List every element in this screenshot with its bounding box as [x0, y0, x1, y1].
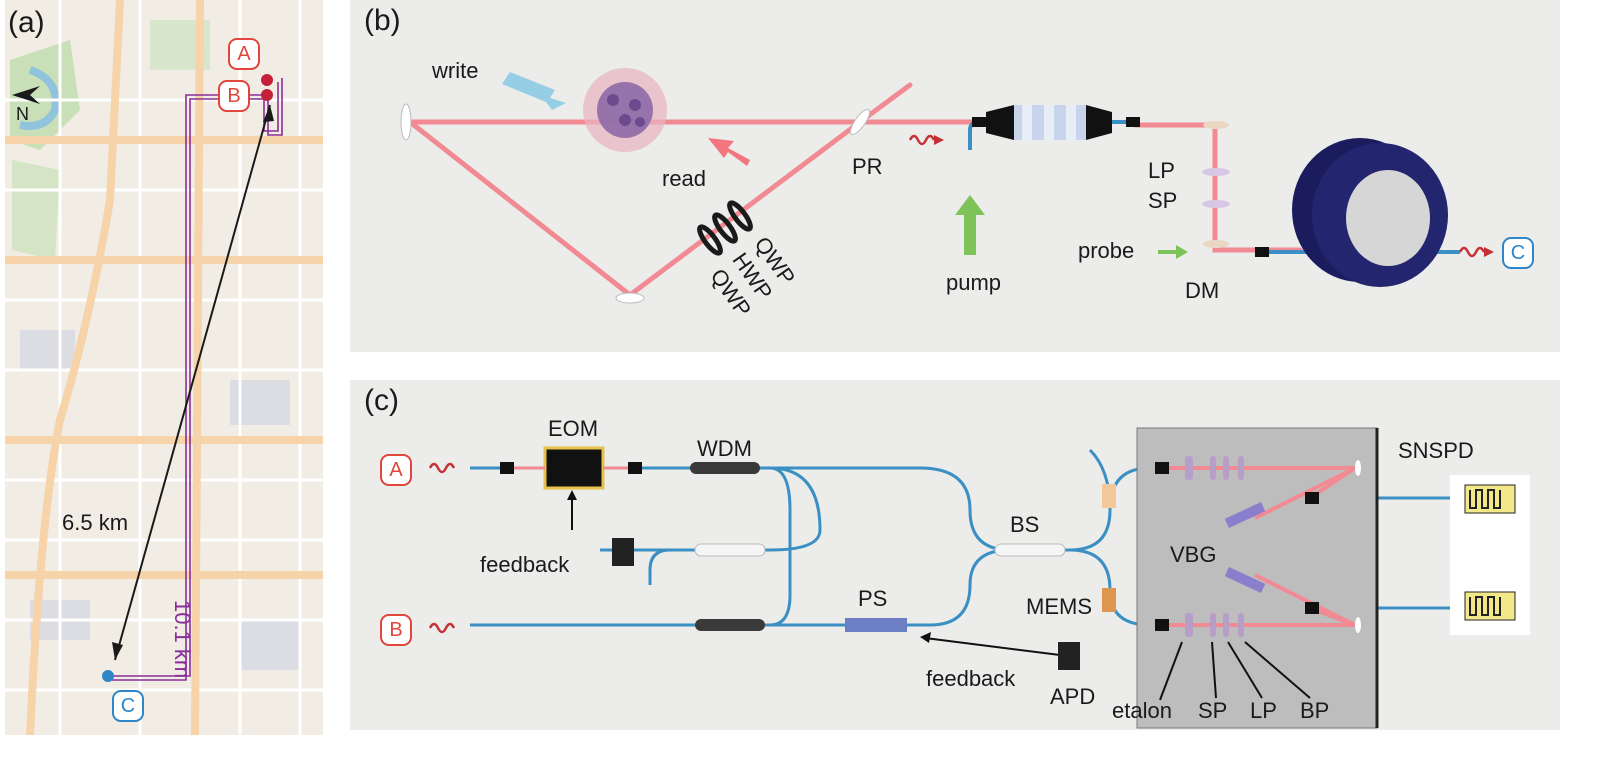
panel-b-node-c: C	[1502, 237, 1534, 269]
pump-label: pump	[946, 270, 1002, 295]
map-node-a: A	[228, 38, 260, 70]
panel-c-node-b: B	[380, 614, 412, 646]
dm-label: DM	[1185, 278, 1220, 303]
map-node-b: B	[218, 80, 250, 112]
direct-distance-label: 6.5 km	[62, 510, 129, 535]
read-label: read	[662, 166, 707, 191]
bs-label: BS	[1010, 512, 1040, 537]
ps-label: PS	[858, 586, 888, 611]
pr-label: PR	[852, 154, 883, 179]
panel-a-map: (a) N A B C 6.5 km 10.1 km	[0, 0, 325, 735]
panel-c-label: (c)	[364, 384, 399, 417]
map-graphic	[5, 0, 323, 735]
etalon-label: etalon	[1112, 698, 1172, 723]
feedback-bottom-label: feedback	[926, 666, 1016, 691]
wdm-label: WDM	[697, 436, 752, 461]
panel-b-setup: (b) write read PR QWP HWP QWP pump LP SP…	[350, 0, 1560, 352]
apd-label: APD	[1050, 684, 1096, 709]
north-label: N	[16, 104, 29, 124]
vbg-label: VBG	[1170, 542, 1217, 567]
lp-filter-label: LP	[1250, 698, 1277, 723]
probe-label: probe	[1078, 238, 1135, 263]
sp-label: SP	[1148, 188, 1178, 213]
lp-label: LP	[1148, 158, 1175, 183]
fiber-distance-label: 10.1 km	[170, 600, 195, 679]
snspd-label: SNSPD	[1398, 438, 1474, 463]
eom-label: EOM	[548, 416, 599, 441]
panel-c-node-a: A	[380, 454, 412, 486]
write-label: write	[432, 58, 479, 83]
sp-filter-label: SP	[1198, 698, 1228, 723]
map-node-c: C	[112, 690, 144, 722]
panel-c-graphic	[350, 380, 1560, 730]
feedback-top-label: feedback	[480, 552, 570, 577]
panel-a-label: (a)	[8, 6, 45, 39]
bp-filter-label: BP	[1300, 698, 1330, 723]
panel-c-setup: (c) A B EOM WDM feedback PS feedback BS …	[350, 380, 1560, 730]
panel-b-label: (b)	[364, 4, 401, 37]
panel-b-graphic	[350, 0, 1560, 352]
mems-label: MEMS	[1026, 594, 1092, 619]
